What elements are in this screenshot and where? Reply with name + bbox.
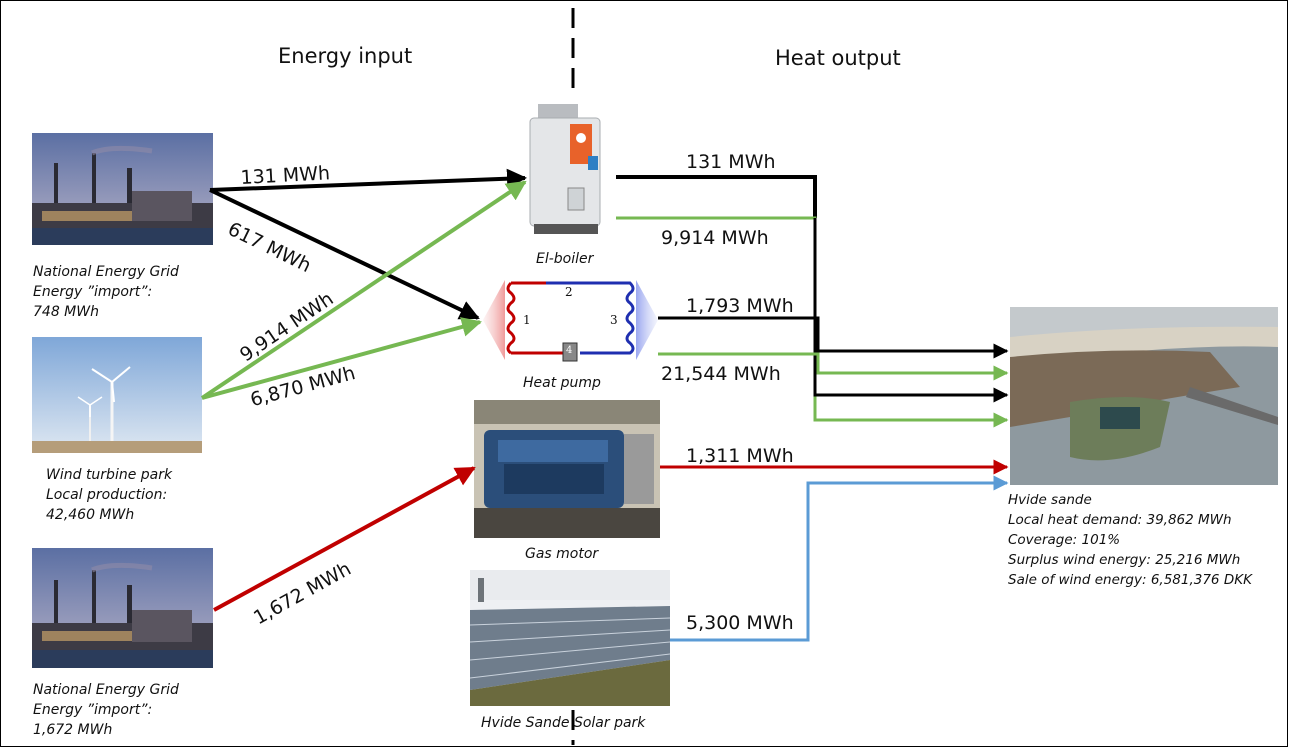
caption-wind: Wind turbine park Local production: 42,4…	[46, 465, 172, 525]
power-plant-photo-top	[32, 133, 213, 245]
arrow-grid-to-gasmotor	[213, 466, 476, 612]
gas-motor-photo	[474, 400, 660, 538]
line-solar	[670, 475, 1009, 642]
heat-pump-diagram: 2 1 3 4	[483, 275, 658, 365]
caption-el-boiler: El-boiler	[536, 251, 594, 267]
caption-gas-motor: Gas motor	[525, 546, 599, 562]
destination-name: Hvide sande	[1008, 492, 1092, 508]
caption-destination: Hvide sande Local heat demand: 39,862 MW…	[1008, 490, 1252, 590]
hvide-sande-aerial-photo	[1010, 307, 1278, 485]
label-heatpump-green: 21,544 MWh	[661, 363, 781, 385]
wind-line2: Local production:	[46, 487, 168, 503]
wind-line1: Wind turbine park	[46, 467, 173, 483]
caption-grid-top: National Energy Grid Energy ”import”: 74…	[33, 262, 179, 322]
grid-top-line1: National Energy Grid	[33, 264, 179, 280]
caption-solar-park: Hvide Sande Solar park	[481, 715, 646, 731]
line-heatpump-green	[658, 352, 1009, 381]
el-boiler-photo	[518, 100, 614, 242]
wind-line3: 42,460 MWh	[46, 507, 135, 523]
caption-grid-bottom: National Energy Grid Energy ”import”: 1,…	[33, 680, 179, 740]
line-heatpump-black	[658, 316, 1009, 359]
grid-bottom-line2: Energy ”import”:	[33, 702, 153, 718]
destination-sale: Sale of wind energy: 6,581,376 DKK	[1008, 572, 1252, 588]
heat-pump-number-3: 3	[610, 313, 618, 327]
label-solar: 5,300 MWh	[686, 612, 794, 634]
label-gasmotor: 1,311 MWh	[686, 445, 794, 467]
arrow-grid-to-heatpump	[209, 188, 480, 320]
arrow-wind-to-boiler	[200, 180, 527, 400]
energy-input-title: Energy input	[278, 44, 413, 68]
caption-heat-pump: Heat pump	[523, 375, 601, 391]
heat-pump-number-1: 1	[523, 313, 531, 327]
grid-top-line3: 748 MWh	[33, 304, 99, 320]
grid-top-line2: Energy ”import”:	[33, 284, 153, 300]
destination-surplus: Surplus wind energy: 25,216 MWh	[1008, 552, 1241, 568]
heat-pump-number-2: 2	[565, 285, 573, 299]
heat-pump-number-4: 4	[566, 345, 573, 356]
label-boiler-green: 9,914 MWh	[661, 227, 769, 249]
line-boiler-black-out	[813, 218, 1009, 403]
label-boiler-black: 131 MWh	[686, 151, 776, 173]
grid-bottom-line3: 1,672 MWh	[33, 722, 113, 738]
line-boiler-black	[616, 175, 817, 218]
power-plant-photo-bottom	[32, 548, 213, 668]
grid-bottom-line1: National Energy Grid	[33, 682, 179, 698]
destination-coverage: Coverage: 101%	[1008, 532, 1121, 548]
arrow-grid-to-boiler	[209, 168, 527, 192]
label-heatpump-black: 1,793 MWh	[686, 295, 794, 317]
destination-demand: Local heat demand: 39,862 MWh	[1008, 512, 1232, 528]
solar-park-photo	[470, 570, 670, 706]
label-grid-to-boiler: 131 MWh	[240, 162, 331, 189]
wind-turbine-photo	[32, 337, 202, 453]
heat-output-title: Heat output	[775, 46, 901, 70]
arrow-wind-to-heatpump	[201, 317, 482, 400]
